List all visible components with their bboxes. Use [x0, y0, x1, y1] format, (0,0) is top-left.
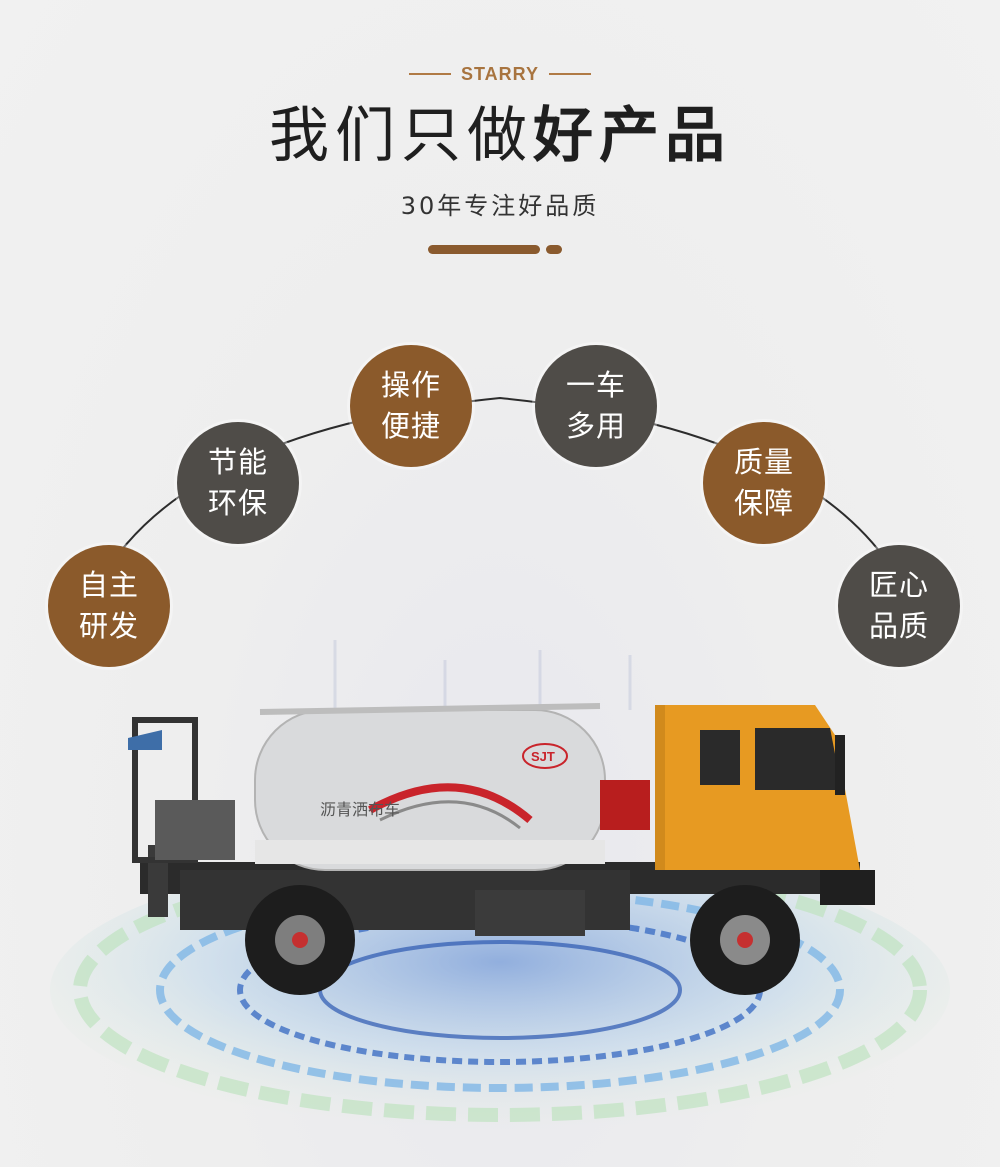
feature-arc: [94, 396, 906, 591]
feature-line2: 保障: [733, 486, 794, 520]
feature-easy-operation: 操作 便捷: [350, 345, 472, 467]
divider-bar-long: [428, 245, 540, 254]
brand-row: STARRY: [0, 62, 1000, 86]
feature-quality-assurance: 质量 保障: [703, 422, 825, 544]
brand-name: STARRY: [461, 63, 539, 84]
feature-line2: 多用: [565, 409, 626, 443]
feature-line1: 节能: [207, 445, 268, 479]
feature-line2: 便捷: [380, 409, 441, 443]
brand-divider-right: [549, 73, 591, 75]
feature-line2: 环保: [207, 486, 268, 520]
divider-bar-short: [546, 245, 562, 254]
feature-eco-friendly: 节能 环保: [177, 422, 299, 544]
feature-craftsmanship: 匠心 品质: [838, 545, 960, 667]
feature-self-developed: 自主 研发: [48, 545, 170, 667]
feature-line1: 一车: [565, 368, 626, 402]
brand-logo: SJT: [531, 749, 555, 764]
feature-multi-purpose: 一车 多用: [535, 345, 657, 467]
feature-line1: 操作: [380, 368, 441, 402]
page-title: 我们只做好产品: [0, 96, 1000, 176]
asphalt-distributor-truck: 沥青洒布车 SJT: [128, 640, 875, 995]
feature-line1: 匠心: [868, 568, 929, 602]
rear-wheel: [245, 885, 355, 995]
front-wheel: [690, 885, 800, 995]
feature-line1: 质量: [733, 445, 794, 479]
feature-line2: 研发: [78, 609, 139, 643]
brand-divider-left: [409, 73, 451, 75]
decorative-divider: [428, 245, 562, 255]
feature-line2: 品质: [868, 609, 929, 643]
page-subtitle: 30年专注好品质: [400, 192, 600, 220]
feature-line1: 自主: [78, 568, 139, 602]
tank-label: 沥青洒布车: [320, 800, 400, 819]
title-regular-part: 我们只做: [269, 101, 533, 171]
title-bold-part: 好产品: [533, 101, 731, 171]
